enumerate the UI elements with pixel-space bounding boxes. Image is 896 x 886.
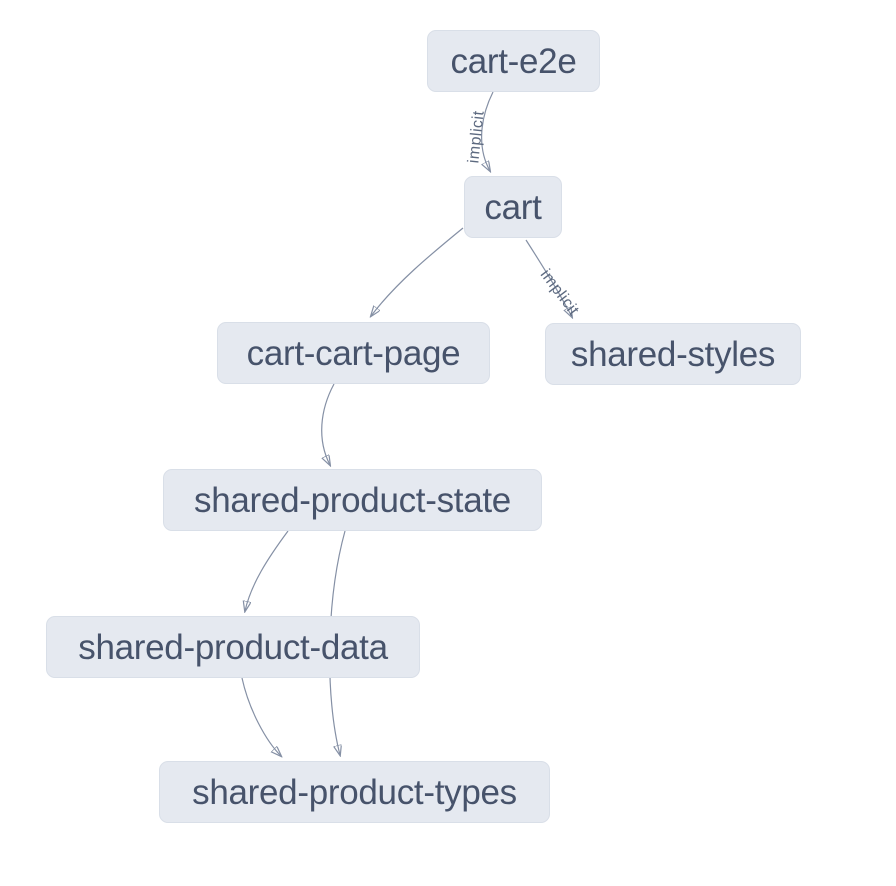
- node-shared-product-types[interactable]: shared-product-types: [159, 761, 550, 823]
- node-shared-styles[interactable]: shared-styles: [545, 323, 801, 385]
- edge-cart-to-shared-styles: [525, 239, 572, 317]
- edge-shared-product-state-to-shared-product-data: [245, 530, 289, 611]
- edge-cart-e2e-to-cart: [482, 91, 494, 171]
- node-cart[interactable]: cart: [464, 176, 562, 238]
- edge-shared-product-data-to-shared-product-types: [241, 677, 281, 756]
- node-shared-product-data[interactable]: shared-product-data: [46, 616, 420, 678]
- node-shared-product-state[interactable]: shared-product-state: [163, 469, 542, 531]
- edge-cart-cart-page-to-shared-product-state: [322, 383, 335, 465]
- node-cart-cart-page[interactable]: cart-cart-page: [217, 322, 490, 384]
- node-cart-e2e[interactable]: cart-e2e: [427, 30, 600, 92]
- edge-cart-to-cart-cart-page: [371, 227, 464, 316]
